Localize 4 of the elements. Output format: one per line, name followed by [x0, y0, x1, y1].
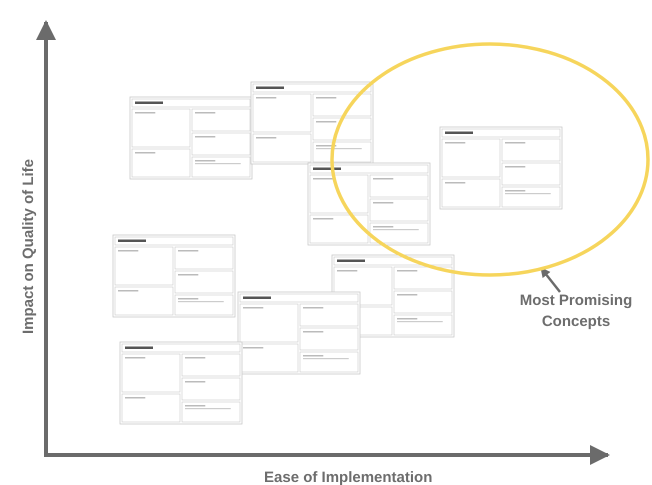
axis-title: Ease of Implementation — [264, 468, 432, 485]
arrow — [540, 267, 561, 293]
callout-text: Most Promising Concepts — [518, 291, 634, 332]
axis-title: Impact on Quality of Life — [20, 158, 36, 334]
